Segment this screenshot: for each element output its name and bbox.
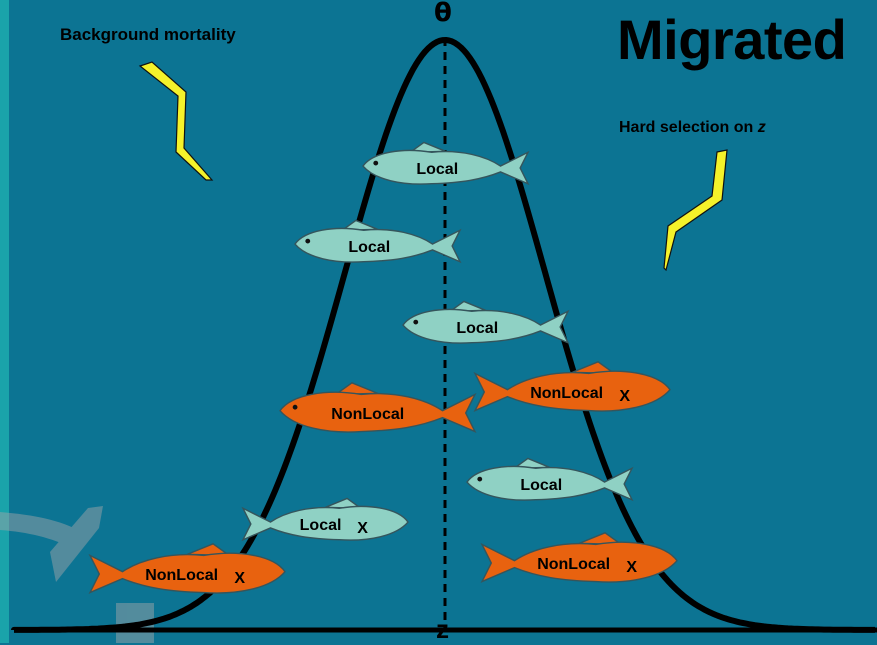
- fish-body: [88, 552, 286, 594]
- fish-label: NonLocal: [530, 385, 603, 402]
- slide-title: Migrated: [617, 8, 847, 71]
- fish-local: Local: [294, 219, 462, 264]
- fish-label: Local: [520, 477, 562, 494]
- fish-removed-mark: X: [626, 559, 637, 576]
- hard-selection-variable: z: [757, 119, 766, 136]
- fish-nonlocal: NonLocal X: [480, 532, 678, 583]
- fish-eye: [413, 319, 419, 325]
- z-axis-label: z: [436, 614, 449, 644]
- fish-label: NonLocal: [145, 567, 218, 584]
- fish-body: [473, 370, 671, 412]
- fish-label: NonLocal: [537, 556, 610, 573]
- fish-local: Local: [402, 300, 570, 345]
- fish-eye: [305, 238, 311, 244]
- fish-eye: [477, 476, 483, 482]
- fish-nonlocal: NonLocal X: [473, 361, 671, 412]
- fish-body: [294, 227, 462, 264]
- migration-arrow: [0, 506, 154, 643]
- fish-body: [480, 541, 678, 583]
- fish-removed-mark: X: [619, 388, 630, 405]
- optimum-theta-label: θ: [434, 0, 452, 28]
- lightning-bolt-background-mortality: [138, 61, 214, 181]
- background-mortality-label: Background mortality: [60, 25, 236, 44]
- fitness-curve: [11, 37, 875, 633]
- fish-label: Local: [300, 517, 342, 534]
- fish-body: [402, 308, 570, 345]
- fish-body: [362, 149, 530, 186]
- fish-body: [466, 465, 634, 502]
- fish-label: Local: [456, 320, 498, 337]
- fish-removed-mark: X: [357, 520, 368, 537]
- fish-label: Local: [348, 239, 390, 256]
- left-edge-strip: [0, 0, 9, 643]
- fish-body: [241, 505, 409, 542]
- hard-selection-text: Hard selection on: [619, 119, 758, 136]
- fish-eye: [292, 404, 298, 410]
- fish-local: Local: [466, 457, 634, 502]
- fish-local: Local: [362, 141, 530, 186]
- lightning-bolt-hard-selection: [663, 149, 728, 272]
- fish-label: Local: [416, 161, 458, 178]
- fish-nonlocal: NonLocal: [279, 382, 477, 433]
- fish-local: Local X: [241, 497, 409, 542]
- fish-eye: [373, 160, 379, 166]
- hard-selection-label: Hard selection on z: [619, 119, 766, 137]
- fish-label: NonLocal: [331, 406, 404, 423]
- fish-nonlocal: NonLocal X: [88, 543, 286, 594]
- fish-removed-mark: X: [234, 570, 245, 587]
- fish-body: [279, 391, 477, 433]
